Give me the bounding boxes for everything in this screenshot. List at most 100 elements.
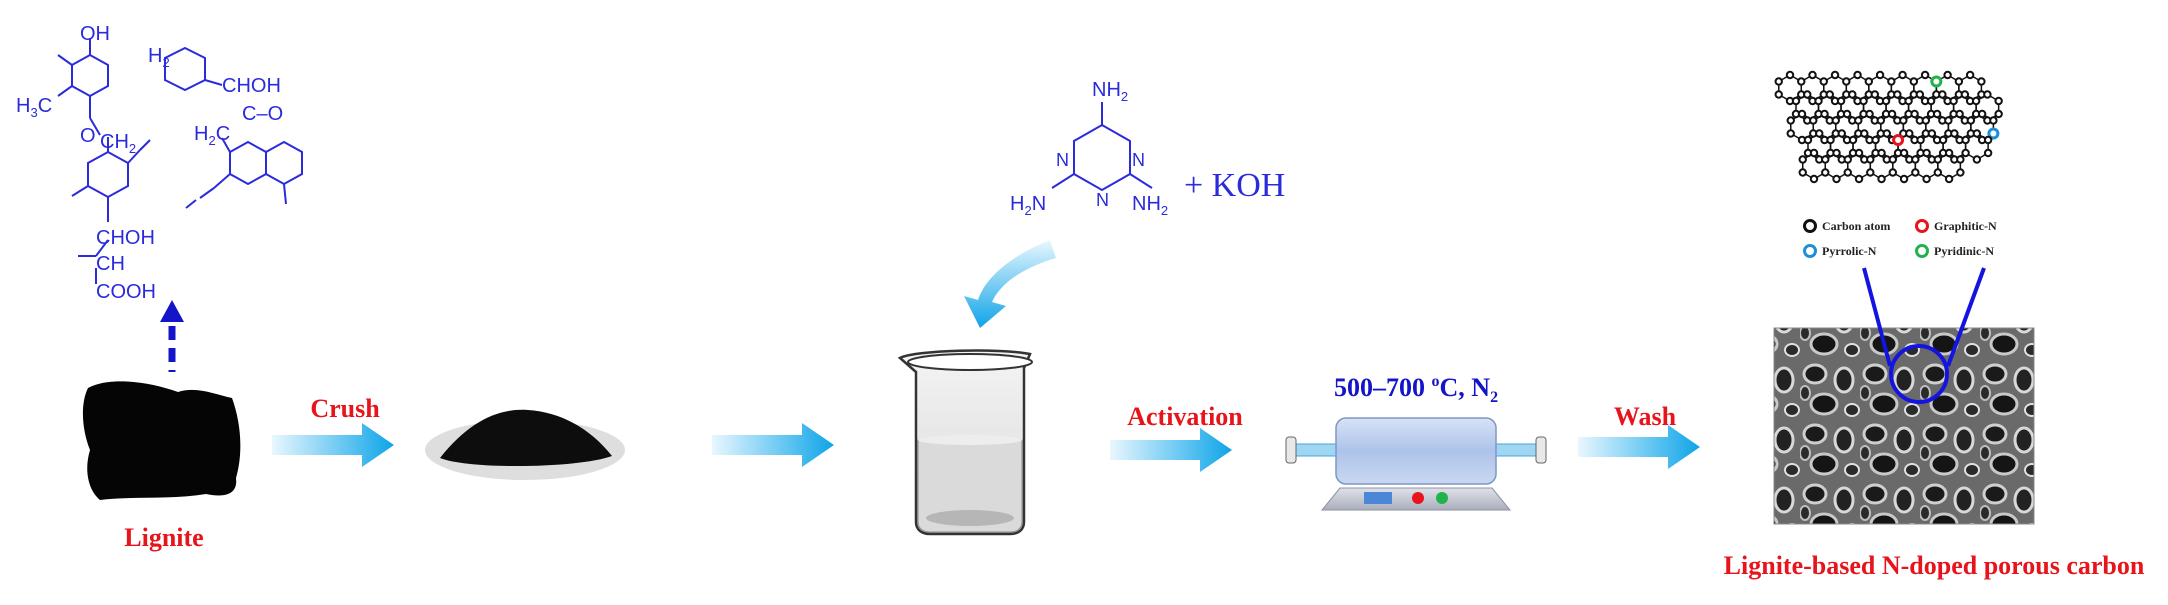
activation-arrow [1110, 428, 1232, 472]
carbon-atom [1837, 129, 1846, 138]
carbon-atom [1870, 90, 1880, 99]
carbon-atom [1853, 70, 1862, 80]
carbon-atom [1848, 90, 1857, 99]
carbon-atom [1932, 109, 1942, 119]
carbon-atom [1843, 168, 1852, 177]
carbon-atom [1920, 70, 1930, 80]
carbon-atom [1977, 109, 1987, 119]
carbon-atom [1821, 155, 1830, 164]
carbon-atom [1791, 96, 1801, 106]
lignite-label: Lignite [124, 523, 203, 552]
temperature-condition-label: 500–700 oC, N2 [1334, 373, 1498, 406]
ch2-mid-label: CH2 [100, 131, 136, 156]
lignite-structure: OH H2 CHOH C–O H3C O CH2 H2C CHOH CH COO… [16, 23, 303, 303]
plus-koh-label: + KOH [1184, 167, 1285, 204]
melamine-n-left: N [1056, 150, 1069, 170]
carbon-atom [1954, 77, 1964, 86]
curved-arrow [964, 240, 1056, 328]
carbon-atom [1938, 135, 1948, 145]
carbon-atom [1881, 96, 1891, 106]
carbon-atom [1909, 77, 1919, 86]
carbon-atom [1803, 135, 1813, 145]
carbon-atom [1949, 96, 1958, 106]
carbon-atom [1825, 90, 1834, 99]
carbon-atom [1798, 168, 1807, 177]
carbon-atom [1922, 174, 1931, 184]
dashed-up-arrow [160, 300, 184, 372]
zoom-indicator [1862, 267, 1986, 404]
carbon-atom [1944, 116, 1953, 125]
carbon-atom [1774, 90, 1783, 99]
carbon-atom [1785, 70, 1795, 80]
carbon-atom [1899, 148, 1909, 158]
carbon-atom [1916, 135, 1925, 145]
carbon-atom [1842, 77, 1851, 86]
product-label: Lignite-based N-doped porous carbon [1724, 551, 2145, 580]
atom-legend: Carbon atom Graphitic-N Pyrrolic-N Pyrid… [1803, 219, 1997, 258]
o-link-label: O [80, 125, 96, 147]
carbon-atom [1786, 129, 1795, 138]
carbon-atom [1809, 174, 1819, 184]
lignite-powder-image [425, 409, 625, 480]
melamine-n-right: N [1132, 150, 1145, 170]
wash-arrow [1578, 425, 1700, 469]
carbon-atom [1961, 148, 1970, 158]
carbon-atom [1899, 174, 1909, 184]
carbon-atom [1860, 129, 1869, 138]
carbon-atom [1843, 155, 1852, 164]
carbon-atom [1854, 174, 1864, 184]
carbon-atom [1926, 96, 1936, 106]
dopant-atom [1930, 75, 1943, 88]
choh-top-label: CHOH [222, 75, 281, 97]
carbon-atom [1944, 148, 1954, 158]
carbon-atom [1848, 135, 1858, 145]
carbon-atom [1877, 148, 1886, 158]
carbon-atom [1965, 70, 1975, 80]
carbon-atom [1950, 129, 1959, 138]
carbon-atom [1814, 96, 1823, 106]
activation-label: Activation [1127, 402, 1243, 431]
carbon-atom [1983, 148, 1993, 158]
carbon-atom [1983, 90, 1992, 99]
carbon-atom [1882, 129, 1892, 138]
dopant-atom [1987, 127, 2000, 140]
choh-bottom-label: CHOH [96, 227, 155, 249]
carbon-atom [1911, 155, 1920, 164]
carbon-atom [1866, 155, 1875, 164]
carbon-atom [1911, 168, 1920, 177]
carbon-atom [1944, 174, 1954, 184]
wash-label: Wash [1614, 402, 1677, 431]
crush-label: Crush [310, 394, 380, 423]
carbon-atom [1808, 70, 1817, 80]
carbon-atom [1815, 129, 1824, 138]
carbon-atom [1960, 90, 1970, 99]
legend-graphitic-n: Graphitic-N [1934, 219, 1997, 233]
melamine-n-bottom: N [1096, 190, 1109, 210]
carbon-atom [1865, 109, 1874, 119]
ch-label: CH [96, 253, 125, 275]
carbon-atom [1893, 90, 1902, 99]
carbon-atom [1854, 148, 1864, 158]
carbon-atom [1966, 116, 1976, 125]
carbon-atom [1971, 96, 1981, 106]
carbon-atom [1797, 77, 1806, 86]
carbon-atom [1809, 116, 1818, 125]
crush-arrow [272, 423, 394, 467]
carbon-atom [1972, 129, 1982, 138]
carbon-atom [1797, 109, 1807, 119]
legend-pyrrolic-n: Pyrrolic-N [1822, 244, 1877, 258]
carbon-atom [1994, 96, 2003, 106]
cooh-label: COOH [96, 281, 156, 303]
melamine-nh2-right: NH2 [1132, 193, 1168, 218]
carbon-atom [1819, 77, 1828, 86]
carbon-atom [1933, 168, 1943, 177]
carbon-atom [1898, 70, 1907, 80]
carbon-atom [1983, 135, 1993, 145]
carbon-atom [1830, 70, 1840, 80]
carbon-atom [1859, 96, 1868, 106]
carbon-atom [1905, 129, 1914, 138]
carbon-atom [1933, 155, 1943, 164]
carbon-atom [1786, 116, 1795, 125]
carbon-atom [1956, 155, 1965, 164]
